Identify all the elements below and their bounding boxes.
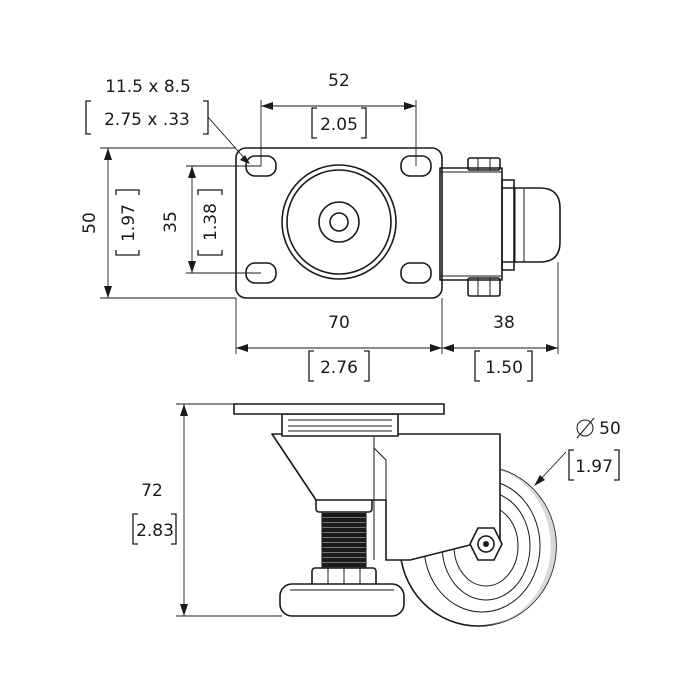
- side-view: 72 2.83 50 1.97: [132, 403, 621, 627]
- dim-wheel-diameter: 50 1.97: [534, 417, 621, 486]
- top-view: 11.5 x 8.5 2.75 x .33 52 2.05 50: [80, 71, 561, 382]
- wheel-diameter-mm: 50: [599, 419, 621, 439]
- diameter-symbol-icon: [576, 419, 594, 437]
- dim-hole-size: 11.5 x 8.5 2.75 x .33: [85, 77, 250, 164]
- hole-spacing-width-mm: 52: [328, 71, 350, 91]
- dim-hole-spacing-width: 52 2.05: [260, 71, 417, 166]
- plate-height-mm: 50: [80, 212, 100, 234]
- dim-hole-spacing-height: 35 1.38: [161, 165, 261, 274]
- threaded-stud: [321, 511, 367, 569]
- housing-top: [439, 157, 561, 297]
- hole-spacing-height-mm: 35: [161, 211, 181, 233]
- dim-offset: 38 1.50: [474, 313, 533, 382]
- offset-in: 1.50: [485, 358, 523, 378]
- leveling-foot: [279, 487, 405, 617]
- plate-width-in: 2.76: [320, 358, 358, 378]
- top-plate: [235, 147, 443, 299]
- plate-width-mm: 70: [328, 313, 350, 333]
- hole-spacing-height-in: 1.38: [201, 203, 221, 241]
- dim-total-height: 72 2.83: [132, 403, 282, 617]
- dim-plate-width: 70 2.76: [235, 262, 559, 382]
- swivel-bearing: [233, 403, 445, 437]
- fork-housing: [271, 433, 501, 561]
- total-height-in: 2.83: [136, 521, 174, 541]
- dim-plate-height: 50 1.97: [80, 147, 236, 299]
- wheel-diameter-in: 1.97: [575, 457, 613, 477]
- plate-height-in: 1.97: [119, 204, 139, 242]
- hole-size-mm: 11.5 x 8.5: [105, 77, 191, 97]
- offset-mm: 38: [493, 313, 515, 333]
- hole-spacing-width-in: 2.05: [320, 115, 358, 135]
- axle-nut: [469, 527, 503, 561]
- total-height-mm: 72: [141, 481, 163, 501]
- hole-size-in: 2.75 x .33: [104, 110, 190, 130]
- mount-hole: [400, 262, 432, 284]
